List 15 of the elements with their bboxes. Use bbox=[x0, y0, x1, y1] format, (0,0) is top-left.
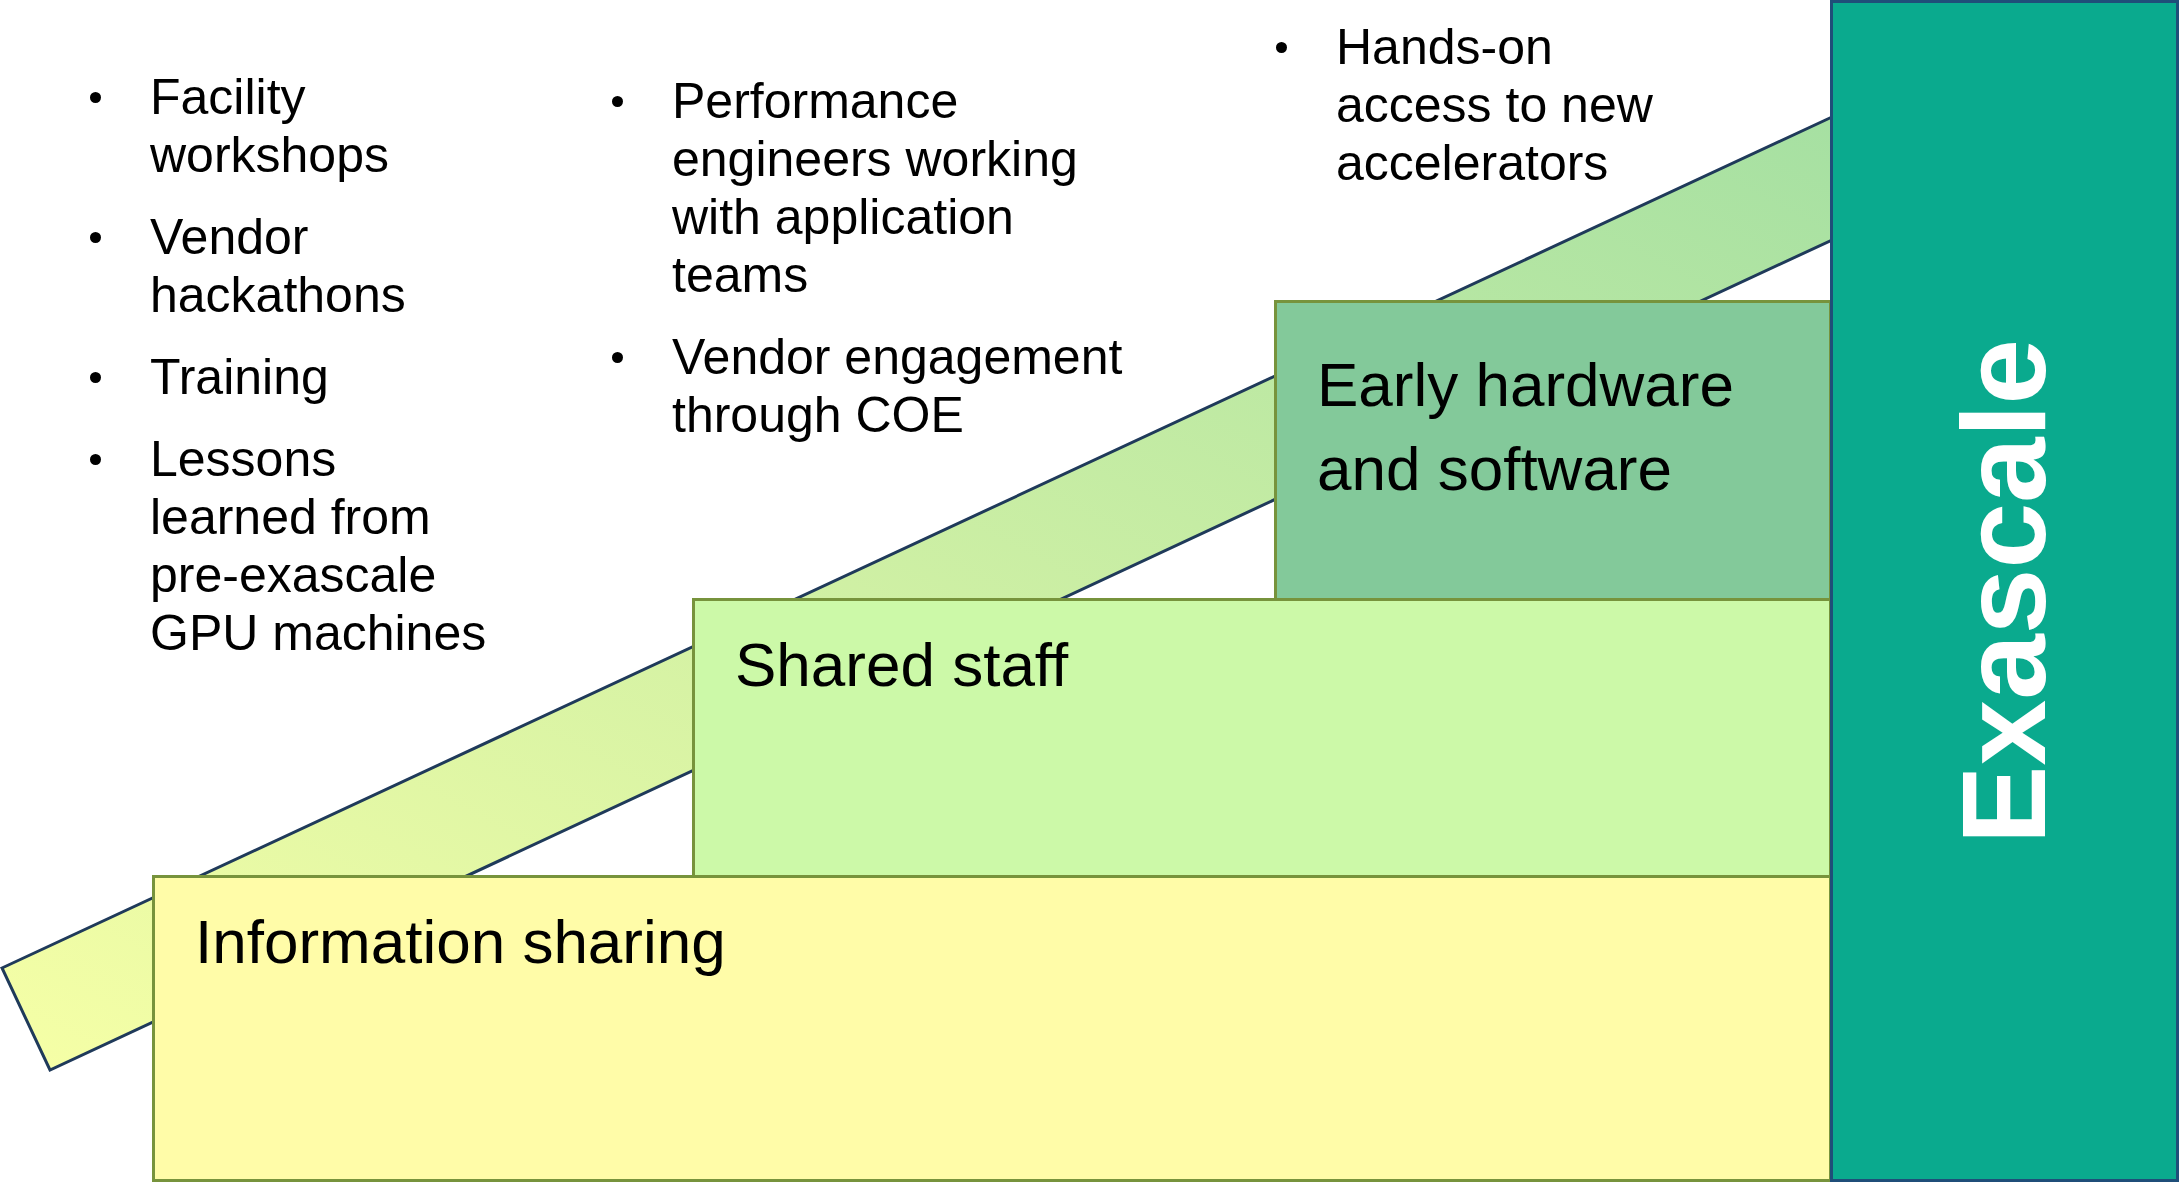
bullet-text: Training bbox=[150, 348, 330, 406]
step-box bbox=[152, 875, 1832, 1182]
step-box bbox=[1274, 300, 1832, 601]
step-label: Shared staff bbox=[735, 629, 1070, 701]
bullet-text: Hands-on access to new accelerators bbox=[1336, 18, 1654, 192]
step-box bbox=[692, 598, 1832, 878]
step-label: Early hardware and software bbox=[1317, 349, 1735, 505]
bullet-text: Performance engineers working with application teams bbox=[672, 72, 1079, 304]
bullet-text: Vendor hackathons bbox=[150, 208, 407, 324]
bullet-text: Facility workshops bbox=[150, 68, 390, 184]
bullet-text: Lessons learned from pre-exascale GPU machines bbox=[150, 430, 488, 662]
bullet-text: Vendor engagement through COE bbox=[672, 328, 1124, 444]
vertical-bar bbox=[1830, 0, 2179, 1182]
step-label: Information sharing bbox=[195, 906, 727, 978]
step-label: Exascale bbox=[1937, 338, 2071, 844]
